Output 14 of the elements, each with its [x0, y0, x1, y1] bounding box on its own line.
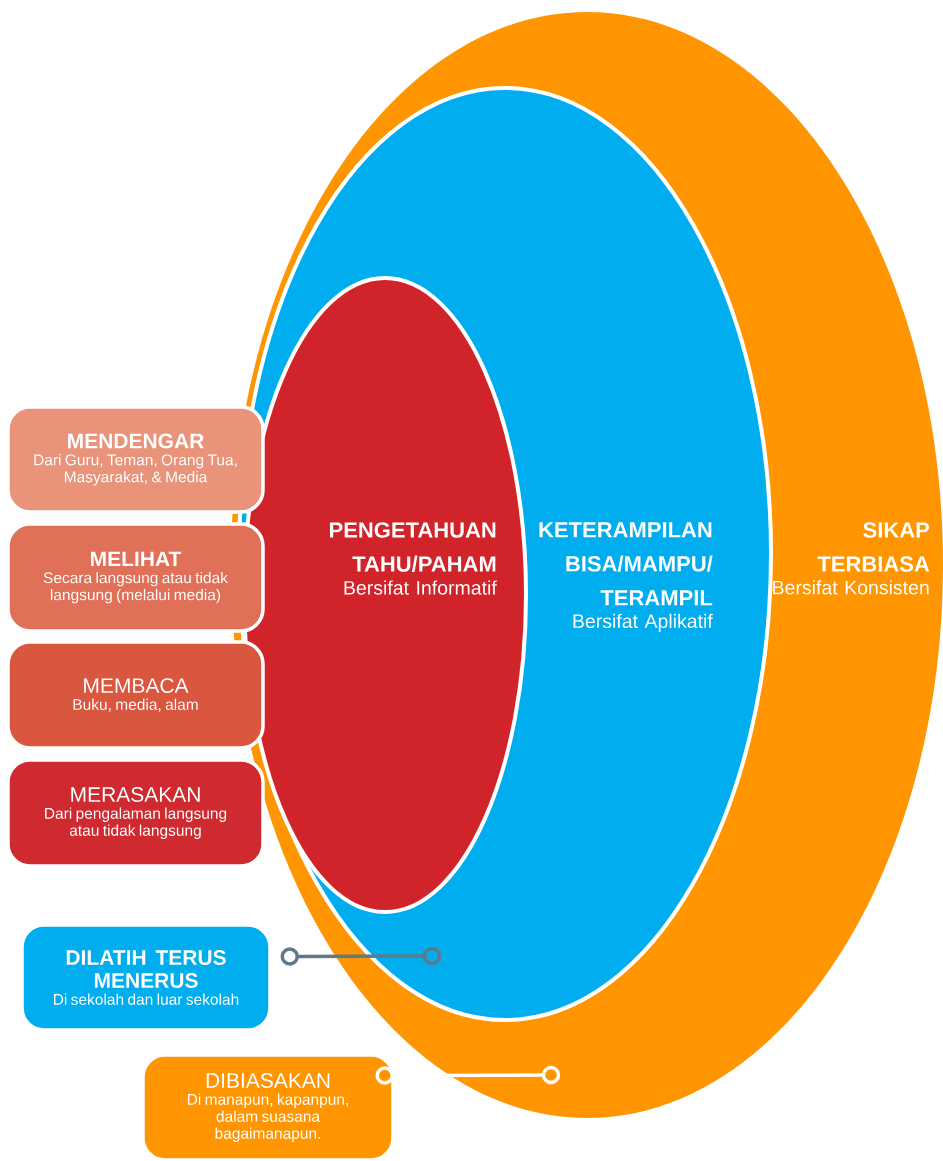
rounded-box: MERASAKAN Dari pengalaman langsung atau tidak langsung [6, 758, 265, 868]
leader-line [280, 946, 442, 966]
ellipse-heading: SIKAP TERBIASA [817, 522, 930, 572]
rounded-box: MELIHAT Secara langsung atau tidak langsung (melalui media) [6, 522, 265, 633]
ellipse-heading: KETERAMPILAN BISA/MAMPU/ TERAMPIL [539, 522, 713, 606]
leader-line [375, 1065, 561, 1085]
rounded-box: DIBIASAKAN Di manapun, kapanpun, dalam suasana bagaimanapun. [141, 1053, 395, 1161]
ellipse-text: Bersifat Informatif [344, 580, 497, 595]
ellipse-text: Bersifat Konsisten [773, 580, 929, 595]
ellipse-heading: PENGETAHUAN TAHU/PAHAM [330, 522, 496, 572]
rounded-box: DILATIH TERUS MENERUS Di sekolah dan luar sekolah [20, 923, 272, 1032]
rounded-box: MENDENGAR Dari Guru, Teman, Orang Tua, Masyarakat, & Media [6, 405, 265, 514]
ellipse-text: Bersifat Aplikatif [573, 613, 713, 632]
rounded-box: MEMBACA Buku, media, alam [6, 640, 265, 750]
